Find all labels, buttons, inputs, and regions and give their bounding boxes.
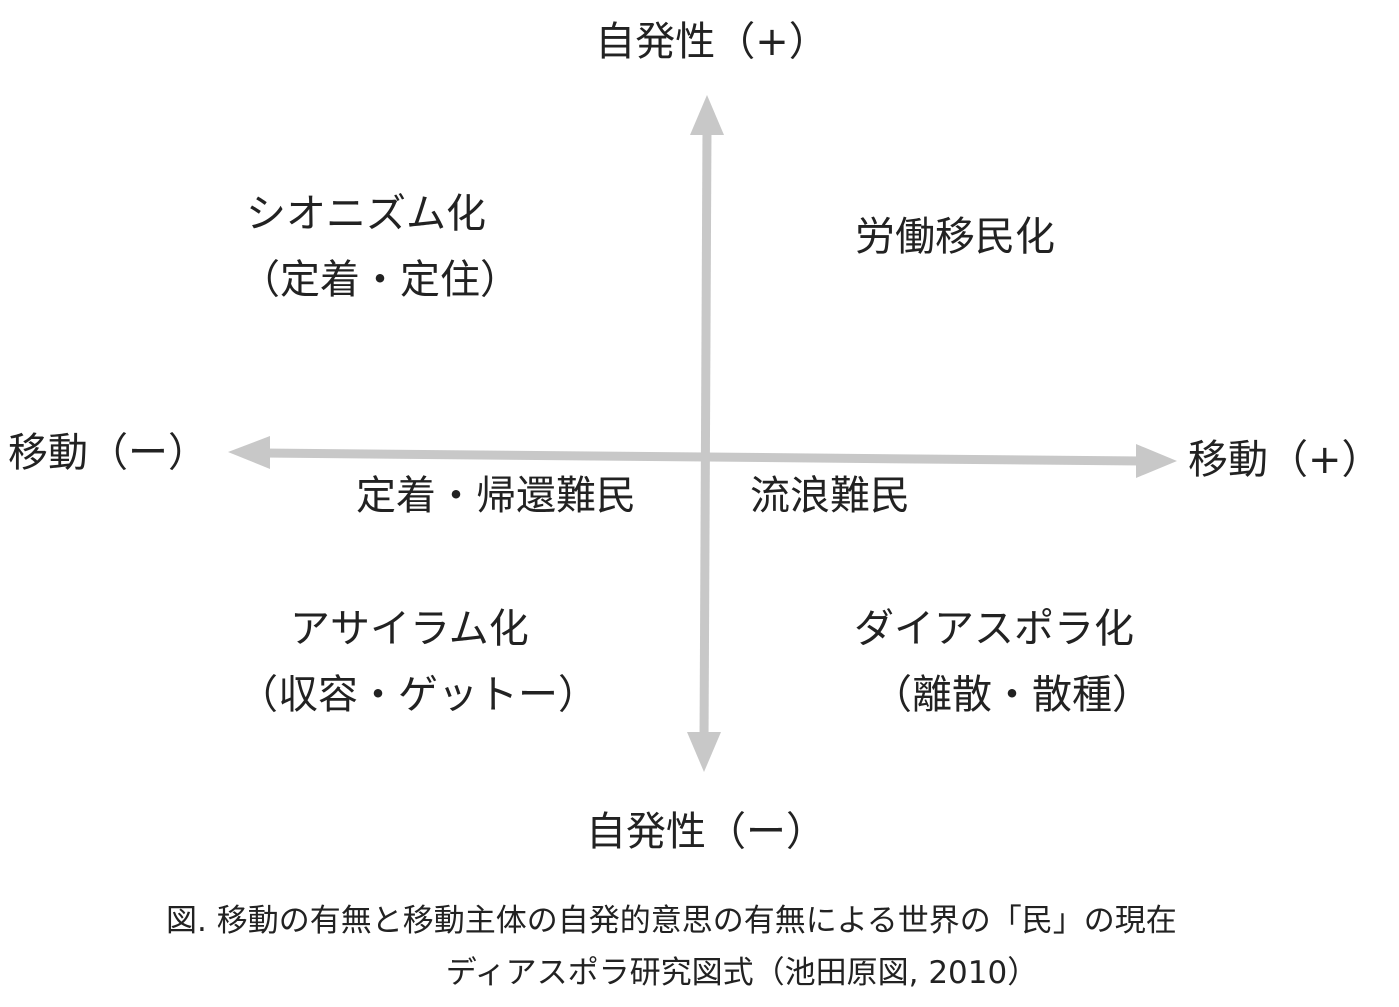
horizontal-axis-arrow-left bbox=[228, 436, 270, 469]
quadrant-top-left-subtitle: （定着・定住） bbox=[240, 257, 520, 303]
horizontal-axis-line bbox=[261, 448, 1143, 466]
vertical-axis-line bbox=[699, 127, 712, 743]
axis-note-left: 定着・帰還難民 bbox=[356, 473, 636, 519]
quadrant-bottom-right: ダイアスポラ化 （離散・散種） bbox=[854, 596, 1152, 728]
quadrant-bottom-right-subtitle: （離散・散種） bbox=[872, 672, 1152, 718]
caption-line-1: 図. 移動の有無と移動主体の自発的意思の有無による世界の「民」の現在 bbox=[166, 903, 1177, 939]
axis-label-bottom: 自発性（ー） bbox=[586, 809, 826, 855]
axis-label-right: 移動（+） bbox=[1188, 437, 1382, 483]
vertical-axis-arrow-down bbox=[687, 732, 721, 772]
axis-note-right: 流浪難民 bbox=[750, 473, 910, 519]
quadrant-bottom-left: アサイラム化 （収容・ゲットー） bbox=[238, 596, 598, 728]
horizontal-axis-arrow-right bbox=[1136, 444, 1177, 478]
axis-label-top: 自発性（+） bbox=[595, 19, 829, 65]
quadrant-top-right-title: 労働移民化 bbox=[855, 214, 1055, 260]
axis-label-left: 移動（ー） bbox=[8, 430, 208, 476]
vertical-axis-arrow-up bbox=[690, 95, 724, 135]
quadrant-top-left-title: シオニズム化 bbox=[246, 191, 486, 237]
quadrant-bottom-left-title: アサイラム化 bbox=[290, 606, 529, 652]
quadrant-top-left: シオニズム化 （定着・定住） bbox=[240, 181, 520, 313]
caption-line-2: ディアスポラ研究図式（池田原図, 2010） bbox=[445, 955, 1039, 991]
quadrant-bottom-left-subtitle: （収容・ゲットー） bbox=[238, 672, 598, 718]
quadrant-bottom-right-title: ダイアスポラ化 bbox=[854, 606, 1134, 652]
